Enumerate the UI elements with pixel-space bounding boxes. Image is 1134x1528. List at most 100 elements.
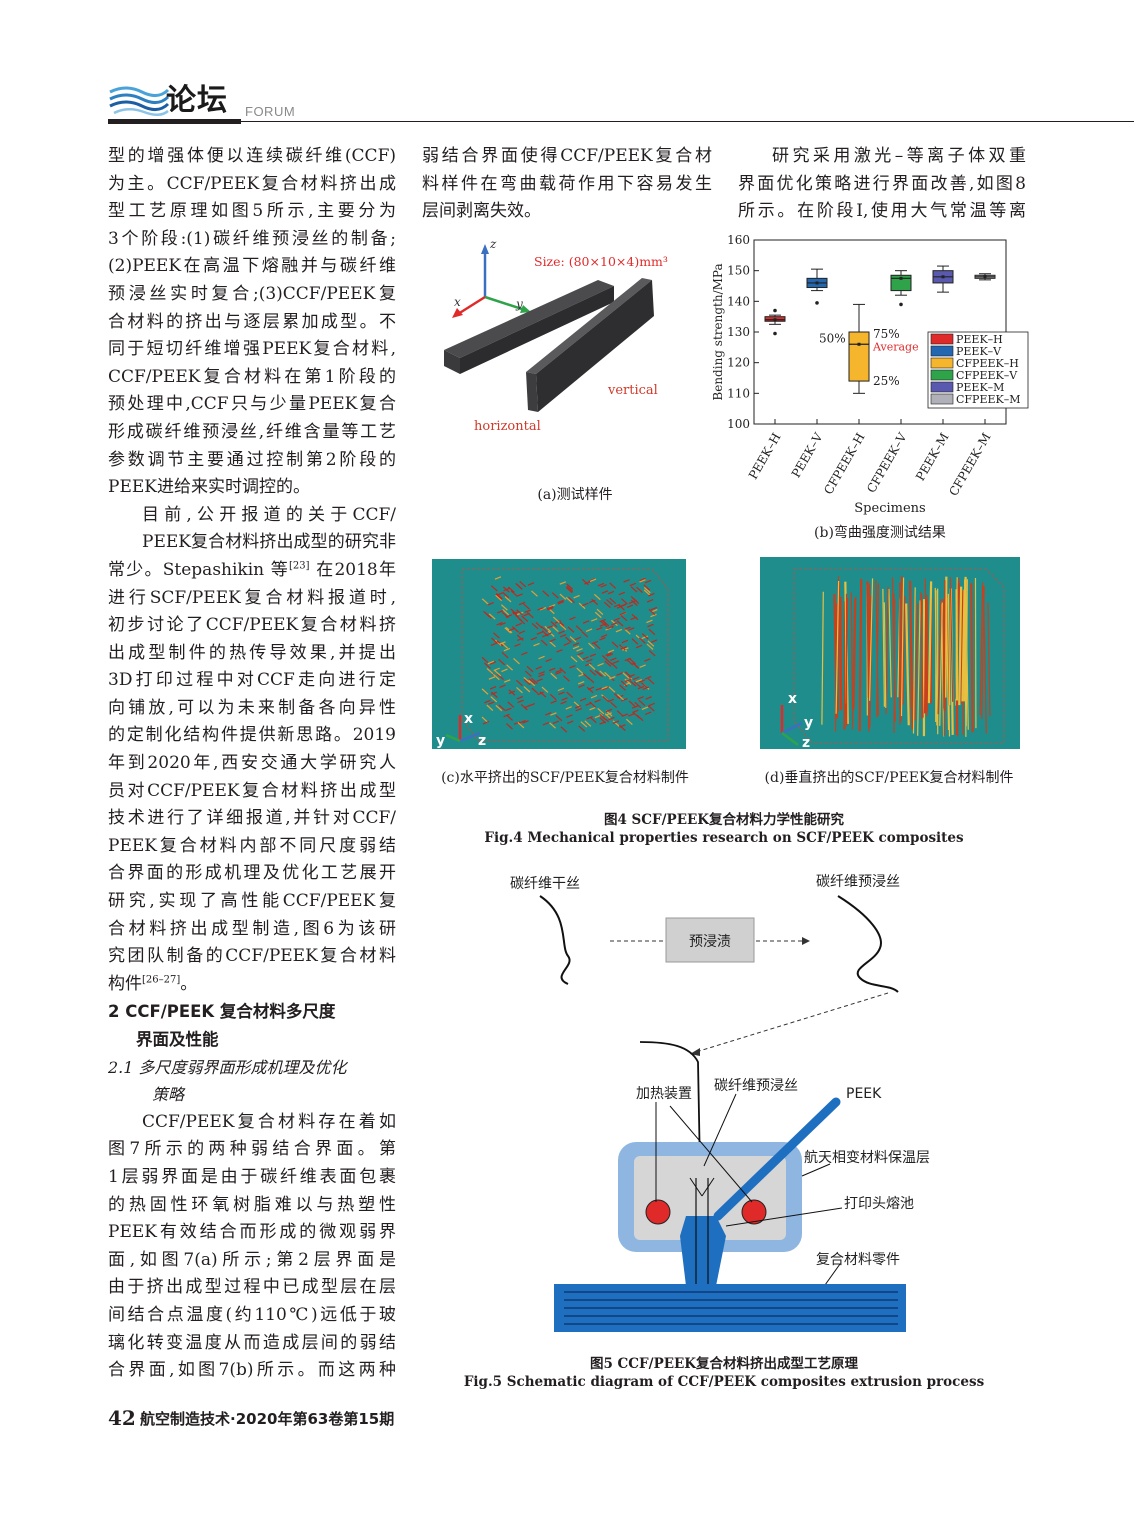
subsection-heading-2-1: 2.1 多尺度弱界面形成机理及优化 策略: [108, 1054, 396, 1109]
fiber-segment: [607, 625, 614, 630]
fiber-segment: [609, 676, 616, 680]
fiber-segment: [621, 639, 629, 644]
fiber-segment: [630, 616, 637, 621]
fiber-segment: [517, 637, 524, 641]
fiber-segment: [547, 606, 554, 611]
fiber-segment: [619, 684, 626, 691]
fiber-segment: [586, 686, 594, 694]
fig4a-caption: (a)测试样件: [537, 487, 613, 503]
fiber-segment: [882, 588, 885, 707]
y-tick-label: 130: [727, 325, 750, 339]
fiber-segment: [605, 652, 612, 656]
fig5-title-en: Fig.5 Schematic diagram of CCF/PEEK comp…: [463, 1374, 985, 1390]
fiber-segment: [945, 579, 950, 730]
y-tick-label: 120: [727, 356, 750, 370]
fiber-segment: [538, 655, 545, 660]
fiber-segment: [578, 725, 586, 732]
fiber-segment: [947, 593, 951, 706]
fiber-segment: [560, 726, 568, 733]
fiber-segment: [595, 687, 602, 691]
fiber-segment: [527, 582, 535, 586]
fiber-segment: [618, 604, 625, 611]
box-2: [848, 331, 870, 382]
fiber-segment: [594, 714, 602, 719]
fiber-segment: [560, 700, 567, 705]
fiber-segment: [565, 706, 572, 710]
fiber-segment: [582, 673, 590, 680]
text-line: 技术进行了详细报道,并针对CCF/: [108, 808, 396, 829]
fiber-segment: [495, 704, 503, 712]
text-line: 同于短切纤维增强PEEK复合材料,: [108, 339, 396, 360]
x-tick-label: CFPEEK–M: [946, 431, 993, 499]
fiber-segment: [482, 720, 490, 725]
fiber-segment: [538, 671, 545, 675]
text-line: 预处理中,CCF只与少量PEEK复合: [108, 394, 396, 415]
fiber-segment: [515, 679, 523, 687]
heading-line: 2 CCF/PEEK 复合材料多尺度: [108, 1002, 336, 1022]
fiber-segment: [506, 723, 513, 730]
fiber-segment: [599, 637, 606, 641]
fiber-segment: [611, 622, 618, 626]
fiber-segment: [866, 581, 871, 698]
fiber-segment: [523, 679, 531, 686]
fiber-segment: [835, 580, 840, 714]
fiber-segment: [607, 590, 615, 595]
fiber-segment: [641, 633, 649, 640]
fiber-segment: [626, 604, 634, 609]
fiber-segment: [608, 686, 616, 693]
fiber-segment: [579, 697, 587, 702]
fiber-segment: [638, 699, 646, 706]
fiber-segment: [647, 705, 655, 712]
x-tick-label: CFPEEK–H: [821, 431, 867, 497]
fiber-segment: [488, 701, 495, 705]
fiber-segment: [635, 644, 643, 649]
insulation-label: 航天相变材料保温层: [804, 1150, 930, 1166]
fiber-segment: [516, 696, 524, 700]
text-line: 为主。CCF/PEEK复合材料挤出成: [108, 173, 396, 194]
horizontal-specimen: [444, 280, 614, 358]
heading-line: 界面及性能: [136, 1030, 219, 1049]
fiber-segment: [582, 620, 590, 624]
fiber-segment: [486, 704, 494, 711]
fiber-segment: [602, 715, 610, 723]
fiber-segment: [572, 642, 580, 647]
fiber-segment: [502, 591, 510, 599]
fiber-segment: [564, 636, 572, 643]
fiber-segment: [943, 580, 946, 737]
fiber-segment: [597, 662, 604, 667]
fiber-segment: [574, 636, 582, 641]
fiber-segment: [548, 604, 556, 608]
fiber-segment: [888, 588, 892, 698]
fiber-segment: [550, 621, 558, 628]
text-line: 的热固性环氧树脂难以与热塑性: [108, 1194, 396, 1215]
fiber-segment: [648, 650, 656, 657]
fiber-segment: [573, 594, 580, 599]
page-number: 42: [108, 1406, 136, 1430]
axis-y-label: y: [515, 297, 523, 311]
text-line: 所示。在阶段I,使用大气常温等离: [738, 201, 1026, 222]
legend-swatch: [930, 369, 954, 381]
fiber-segment: [648, 592, 655, 597]
fiber-segment: [517, 722, 525, 729]
fiber-segment: [611, 641, 619, 648]
fiber-segment: [905, 603, 910, 726]
fiber-segment: [610, 701, 617, 709]
fiber-segment: [581, 631, 589, 638]
fiber-segment: [565, 596, 573, 604]
fiber-segment: [568, 596, 575, 604]
fiber-segment: [883, 602, 887, 708]
fiber-segment: [616, 672, 623, 676]
fiber-segment: [596, 608, 604, 615]
fiber-segment: [570, 656, 578, 663]
fiber-segment: [555, 671, 562, 675]
fiber-segment: [551, 625, 559, 633]
fiber-cloud: [481, 576, 658, 733]
fiber-segment: [523, 676, 531, 684]
fiber-segment: [493, 667, 500, 672]
fiber-segment: [503, 647, 511, 652]
fiber-segment: [563, 642, 570, 646]
fiber-segment: [481, 688, 489, 695]
fiber-segment: [599, 623, 607, 627]
ct-axis-label: y: [804, 715, 813, 731]
